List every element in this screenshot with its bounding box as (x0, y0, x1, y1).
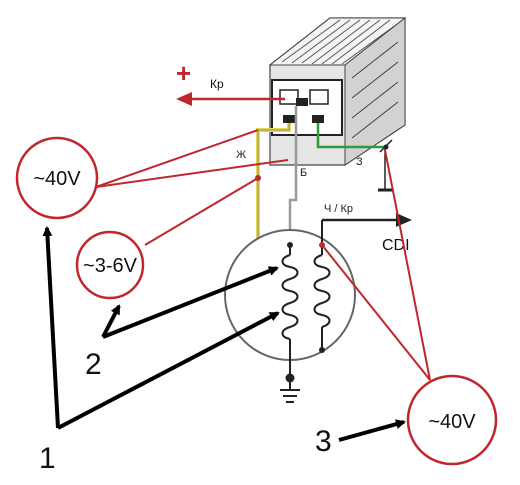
svg-text:~40V: ~40V (428, 411, 476, 433)
callout-lines (95, 129, 431, 381)
svg-text:~40V: ~40V (33, 168, 81, 190)
label-number-1: 1 (39, 442, 56, 475)
voltage-callout-mid-left: ~3-6V (75, 230, 145, 300)
voltage-callout-bottom-right: ~40V (406, 374, 498, 466)
wire-label-green: З (356, 156, 363, 168)
voltage-callout-top-left: ~40V (15, 136, 99, 220)
output-kr-label: Кр (210, 77, 224, 91)
label-number-3: 3 (315, 425, 332, 458)
plus-sign: + (176, 58, 191, 88)
wire-label-yellow: Ж (236, 149, 246, 161)
label-number-2: 2 (85, 348, 102, 381)
regulator-connector (271, 79, 343, 136)
pointer-arrows (42, 226, 406, 442)
svg-text:~3-6V: ~3-6V (83, 255, 138, 277)
voltage-regulator (268, 16, 407, 166)
ground-symbol (280, 360, 300, 403)
positive-output-arrow (176, 92, 285, 106)
wire-label-white: Б (300, 167, 307, 179)
wire-label-ch-kr: Ч / Кр (324, 203, 353, 215)
white-wire (288, 106, 298, 245)
